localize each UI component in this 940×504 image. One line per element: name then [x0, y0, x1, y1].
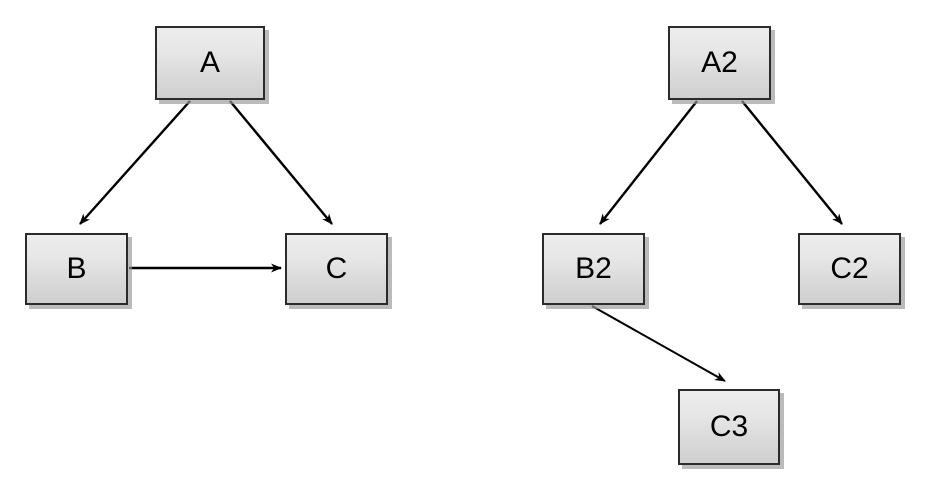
edge-a2-to-c2: [741, 100, 843, 225]
edge-a-to-c: [229, 100, 333, 225]
node-c2-label: C2: [830, 252, 869, 285]
node-a2[interactable]: A2: [668, 26, 771, 100]
node-a2-label: A2: [701, 46, 738, 79]
node-c-label: C: [325, 252, 348, 285]
node-c3[interactable]: C3: [678, 389, 780, 465]
node-c[interactable]: C: [285, 233, 388, 305]
node-b[interactable]: B: [25, 233, 128, 305]
node-a-label: A: [199, 46, 220, 79]
node-b-label: B: [66, 252, 87, 285]
node-c2[interactable]: C2: [798, 233, 901, 305]
node-b2-label: B2: [575, 252, 612, 285]
edge-b2-to-c3: [591, 305, 726, 382]
node-c3-label: C3: [709, 410, 749, 443]
edge-a-to-b: [79, 100, 191, 225]
node-a[interactable]: A: [155, 26, 265, 100]
edge-a2-to-b2: [599, 100, 698, 225]
node-b2[interactable]: B2: [542, 233, 645, 305]
